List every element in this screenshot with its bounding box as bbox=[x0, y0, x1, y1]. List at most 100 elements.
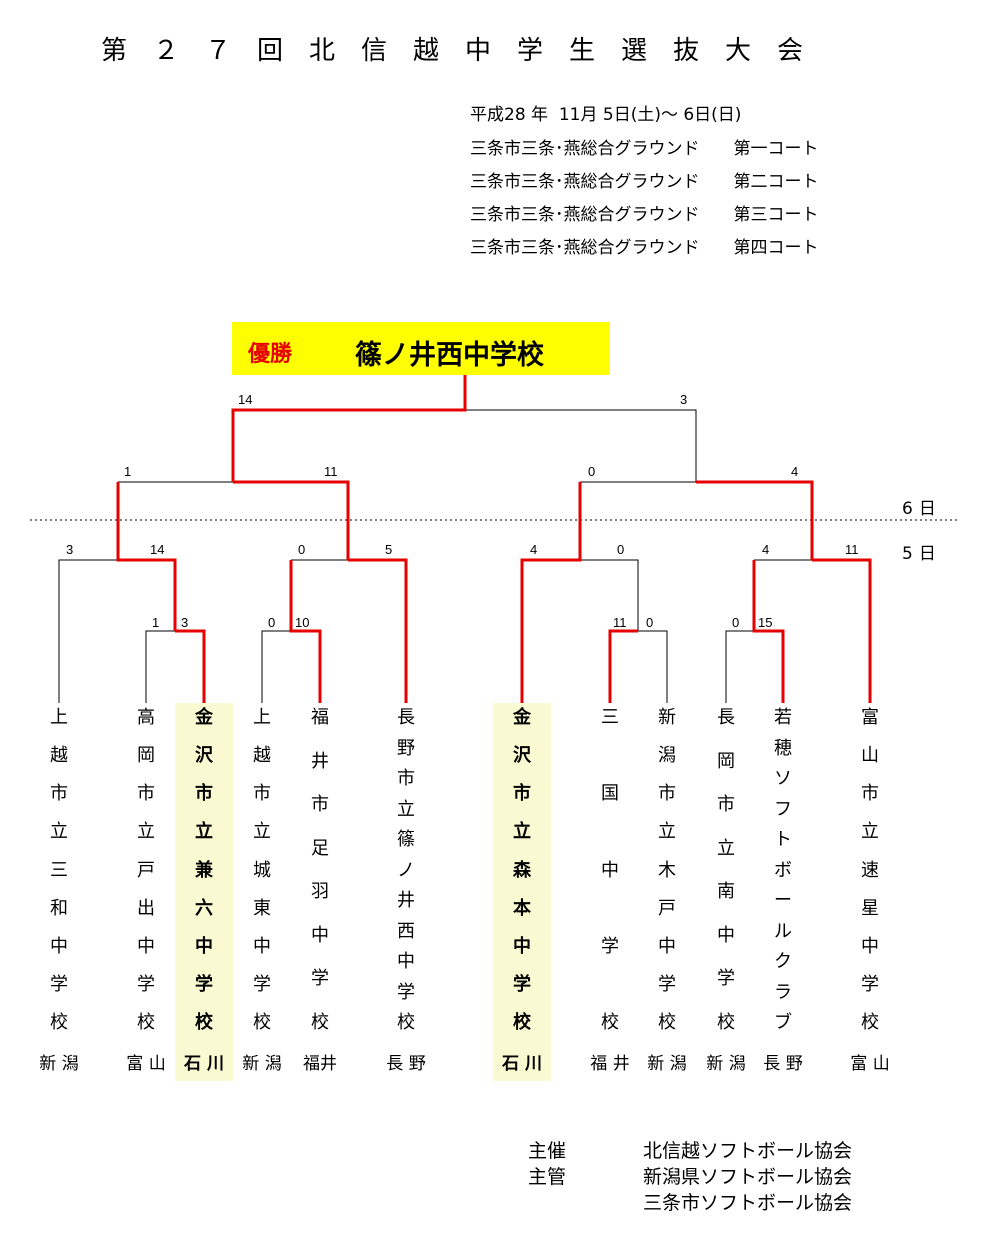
qf4-winner-path bbox=[812, 558, 872, 703]
score-r1d-2: 15 bbox=[758, 615, 772, 630]
team-name-char: 三 bbox=[50, 859, 68, 881]
score-final-left: 14 bbox=[238, 392, 252, 407]
day-label-5: 5日 bbox=[902, 544, 942, 564]
team-name: 長野市立篠ノ井西中学校 bbox=[391, 703, 421, 1043]
team-name-char: 立 bbox=[861, 821, 879, 843]
team-name-char: 学 bbox=[311, 968, 329, 990]
team-name-char: 学 bbox=[717, 968, 735, 990]
team-name-char: 中 bbox=[137, 935, 155, 957]
team-name: 上越市立三和中学校 bbox=[44, 703, 74, 1043]
score-qf4-1: 4 bbox=[762, 542, 769, 557]
team-name: 富山市立速星中学校 bbox=[855, 703, 885, 1043]
team-prefecture: 福 井 bbox=[590, 1054, 630, 1074]
page-title: 第２７回北信越中学生選抜大会 bbox=[100, 36, 829, 66]
loser-lines bbox=[58, 409, 812, 703]
team-name-char: 立 bbox=[717, 837, 735, 859]
team-name-char: 福 bbox=[311, 707, 329, 728]
team-name-char: 木 bbox=[658, 859, 676, 881]
team-name-char: 兼 bbox=[195, 859, 213, 881]
team-name-char: フ bbox=[774, 798, 792, 820]
team-name-char: 市 bbox=[861, 783, 879, 805]
team-name-char: 金 bbox=[513, 707, 531, 728]
team-name-char: 学 bbox=[50, 973, 68, 995]
team-name-char: 上 bbox=[50, 707, 68, 728]
venue-line-3: 三条市三条･燕総合グラウンド 第三コート bbox=[470, 205, 819, 225]
team-name-char: 和 bbox=[50, 897, 68, 919]
team-name-char: 南 bbox=[717, 881, 735, 903]
manager-name-2: 三条市ソフトボール協会 bbox=[643, 1192, 853, 1214]
score-r1a-2: 3 bbox=[181, 615, 188, 630]
team-name-char: 星 bbox=[861, 897, 879, 919]
semi-right-winner-path bbox=[696, 480, 814, 560]
winner-lines bbox=[116, 375, 872, 703]
final-right-branch bbox=[465, 409, 697, 482]
team-name: 高岡市立戸出中学校 bbox=[131, 703, 161, 1043]
team-prefecture: 長 野 bbox=[386, 1054, 426, 1074]
score-qf4-2: 11 bbox=[845, 542, 859, 557]
r1a-winner-path bbox=[175, 629, 206, 703]
r1b-left-branch bbox=[261, 630, 291, 703]
score-r1d-1: 0 bbox=[732, 615, 739, 630]
team-name-char: 校 bbox=[717, 1012, 735, 1033]
r1a-left-branch bbox=[145, 630, 175, 703]
team-name: 新潟市立木戸中学校 bbox=[652, 703, 682, 1043]
team-name: 金沢市立兼六中学校 bbox=[189, 703, 219, 1043]
venue-line-2: 三条市三条･燕総合グラウンド 第二コート bbox=[470, 172, 819, 192]
team-name-char: 沢 bbox=[195, 745, 213, 767]
host-name: 北信越ソフトボール協会 bbox=[643, 1140, 853, 1162]
team-prefecture: 新 潟 bbox=[706, 1054, 746, 1074]
team-name-char: ー bbox=[774, 890, 792, 911]
champion-box bbox=[232, 322, 610, 375]
team-name-char: 羽 bbox=[311, 881, 329, 903]
team-name-char: 学 bbox=[195, 973, 213, 995]
team-name-char: 戸 bbox=[137, 859, 155, 881]
team-name-char: 中 bbox=[861, 935, 879, 957]
team-name-char: ソ bbox=[774, 768, 792, 789]
team-name-char: 六 bbox=[195, 897, 213, 919]
team-name-char: 校 bbox=[311, 1012, 329, 1033]
team-name-char: ト bbox=[774, 829, 792, 850]
team-name-char: 西 bbox=[397, 920, 415, 942]
team-name-char: 市 bbox=[311, 794, 329, 816]
team-prefecture: 富 山 bbox=[126, 1054, 166, 1074]
team-name-char: 森 bbox=[513, 859, 531, 881]
team-name-char: ラ bbox=[774, 981, 792, 1003]
r1d-left-branch bbox=[725, 630, 754, 703]
venue-line-1: 三条市三条･燕総合グラウンド 第一コート bbox=[470, 139, 819, 159]
team-name-char: 足 bbox=[311, 837, 329, 859]
team-name-char: 立 bbox=[137, 821, 155, 843]
team-name-char: 市 bbox=[253, 783, 271, 805]
team-name-char: 学 bbox=[513, 973, 531, 995]
team-prefecture: 石 川 bbox=[502, 1054, 542, 1074]
team-name-char: 中 bbox=[717, 924, 735, 946]
manager-name-1: 新潟県ソフトボール協会 bbox=[643, 1166, 853, 1188]
team-name-char: 井 bbox=[397, 890, 415, 911]
team-prefecture: 新 潟 bbox=[39, 1054, 79, 1074]
qf1-winner-path bbox=[116, 482, 177, 631]
team-name-char: 市 bbox=[658, 783, 676, 805]
team-name-char: 越 bbox=[253, 745, 271, 767]
team-name-char: 市 bbox=[50, 783, 68, 805]
score-r1c-2: 0 bbox=[646, 615, 653, 630]
team-name-char: 学 bbox=[253, 973, 271, 995]
team-name-char: 立 bbox=[513, 821, 531, 843]
score-semi-right-2: 4 bbox=[791, 464, 798, 479]
team-name-char: 中 bbox=[658, 935, 676, 957]
score-qf2-2: 5 bbox=[385, 542, 392, 557]
team-prefecture: 新 潟 bbox=[242, 1054, 282, 1074]
team-name: 金沢市立森本中学校 bbox=[507, 703, 537, 1043]
team-name-char: 長 bbox=[397, 707, 415, 728]
team-name-char: 校 bbox=[397, 1012, 415, 1033]
qf3-right-branch bbox=[580, 559, 639, 631]
score-r1a-1: 1 bbox=[152, 615, 159, 630]
team-name-char: 富 bbox=[861, 707, 879, 728]
team-name-char: 国 bbox=[601, 783, 619, 805]
team-highlight-morimoto bbox=[493, 703, 551, 1081]
team-name-char: 東 bbox=[253, 897, 271, 919]
team-name: 若穂ソフトボールクラブ bbox=[768, 703, 798, 1043]
team-name-char: 学 bbox=[137, 973, 155, 995]
score-qf3-1: 4 bbox=[530, 542, 537, 557]
team-name-char: 立 bbox=[50, 821, 68, 843]
r1c-winner-path bbox=[608, 629, 638, 703]
